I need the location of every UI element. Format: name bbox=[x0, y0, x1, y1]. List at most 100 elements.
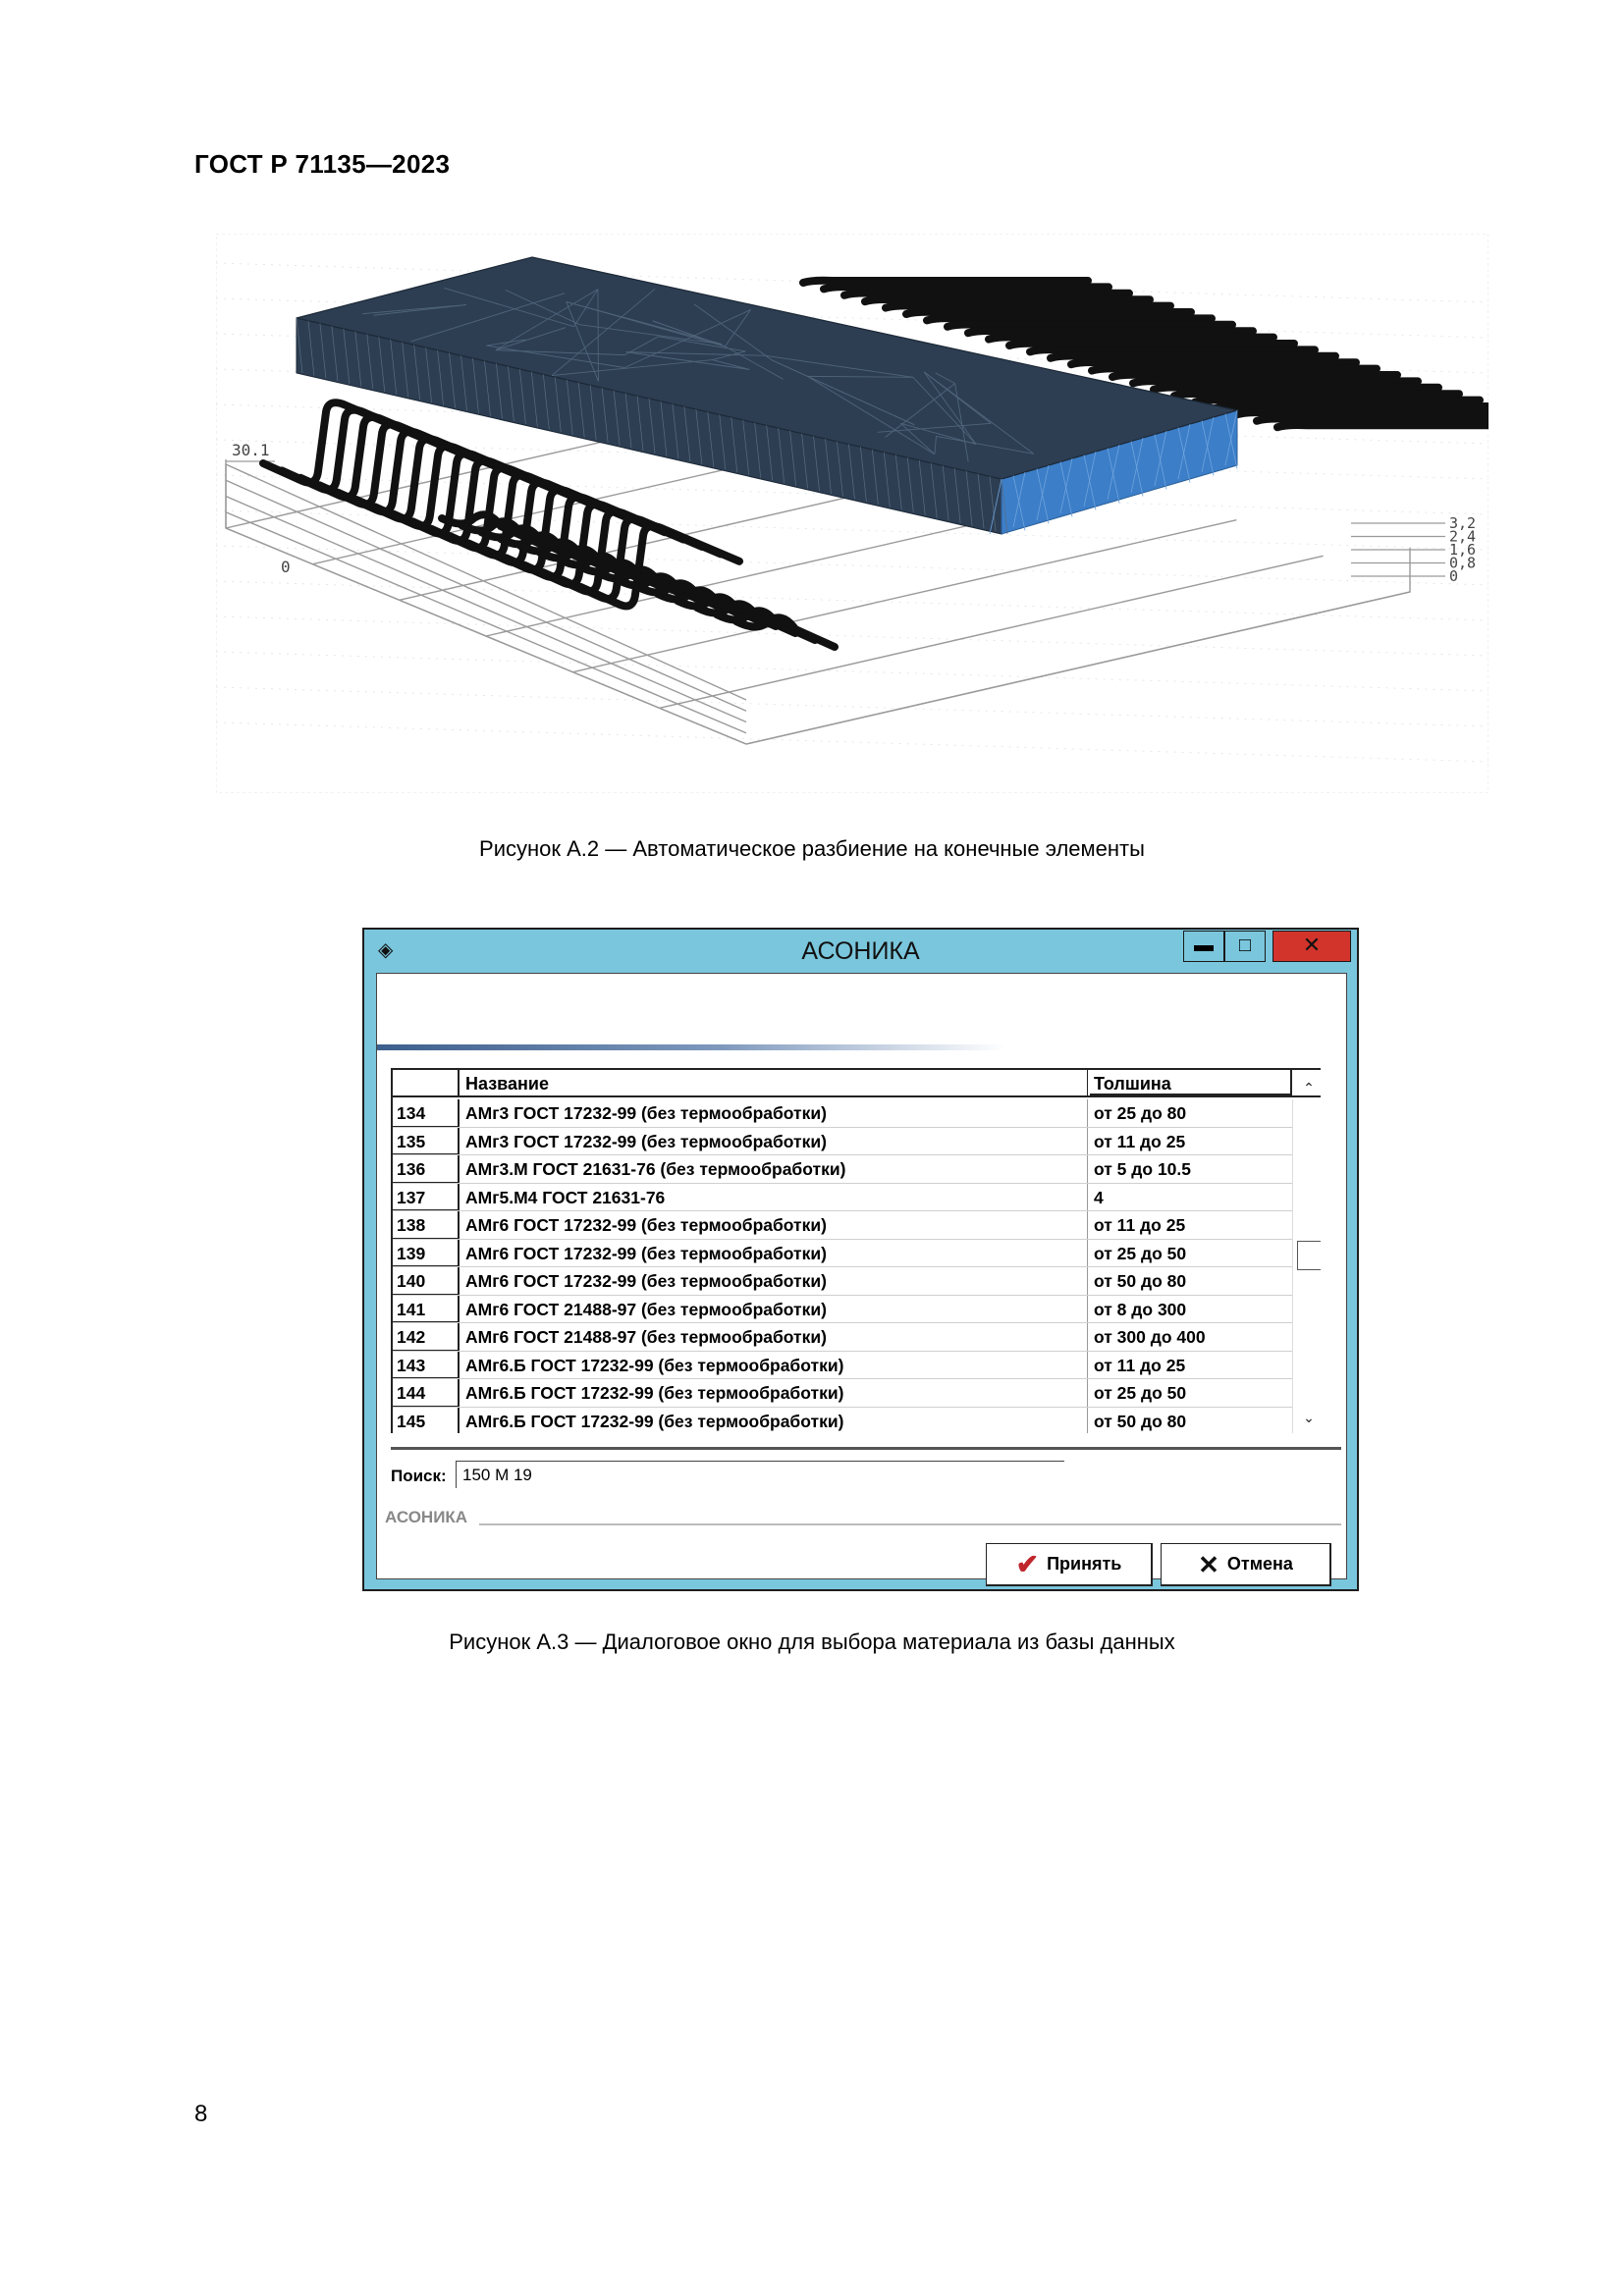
mesh-edge-side bbox=[413, 345, 421, 400]
mesh-edge bbox=[712, 350, 746, 360]
mesh-edge-side bbox=[1001, 478, 1008, 535]
row-name: АМг6 ГОСТ 17232-99 (без термообработки) bbox=[461, 1267, 1088, 1295]
mesh-edge-side bbox=[472, 357, 479, 414]
scroll-up-icon[interactable]: ⌃ bbox=[1303, 1080, 1315, 1095]
mesh-edge-side bbox=[672, 403, 679, 459]
wire-front-lower bbox=[732, 614, 839, 651]
cancel-button[interactable]: ✕ Отмена bbox=[1161, 1543, 1331, 1586]
row-name: АМг3 ГОСТ 17232-99 (без термообработки) bbox=[461, 1099, 1088, 1127]
mesh-edge-side bbox=[449, 352, 456, 408]
figure-a2-caption: Рисунок А.2 — Автоматическое разбиение н… bbox=[479, 836, 1145, 861]
search-input[interactable] bbox=[456, 1461, 1064, 1488]
row-number: 141 bbox=[393, 1295, 460, 1322]
axis-tick-label: 0,8 bbox=[1449, 555, 1476, 572]
base-grid-line bbox=[225, 495, 747, 723]
mesh-edge-side bbox=[1224, 409, 1238, 466]
axis-tick-label: 0 bbox=[1449, 567, 1458, 585]
mesh-edge-side bbox=[460, 355, 467, 411]
figure-a3-caption: Рисунок А.3 — Диалоговое окно для выбора… bbox=[449, 1629, 1175, 1654]
wires-back bbox=[799, 276, 1489, 432]
mesh-edge-side bbox=[848, 444, 855, 500]
mesh-edge-side bbox=[1177, 423, 1191, 480]
mesh-edge bbox=[505, 289, 580, 326]
mesh-edge bbox=[625, 351, 750, 370]
mesh-edge-side bbox=[566, 379, 573, 435]
mesh-edge-side bbox=[660, 400, 668, 456]
mesh-edge bbox=[923, 371, 1035, 454]
header-name[interactable]: Название bbox=[461, 1070, 1088, 1095]
row-thickness: от 8 до 300 bbox=[1094, 1299, 1187, 1319]
mesh-edge-side bbox=[719, 414, 727, 470]
mesh-edge-side bbox=[1083, 454, 1097, 510]
mesh-edge bbox=[486, 345, 625, 368]
scroll-thumb[interactable] bbox=[1297, 1241, 1321, 1270]
title-bar[interactable]: ◈ АСОНИКА ▬ □ ✕ bbox=[364, 930, 1357, 971]
wire-back bbox=[923, 314, 1216, 325]
close-button[interactable]: ✕ bbox=[1272, 931, 1351, 962]
row-number: 140 bbox=[393, 1267, 460, 1295]
accept-button-label: Принять bbox=[1047, 1554, 1122, 1574]
mesh-edge-side bbox=[1036, 468, 1050, 524]
mesh-edge-side bbox=[577, 382, 585, 438]
row-name: АМг5.М4 ГОСТ 21631-76 bbox=[461, 1183, 1088, 1210]
maximize-button[interactable]: □ bbox=[1224, 931, 1266, 962]
vertical-scrollbar[interactable]: ⌃ ⌄ bbox=[1292, 1080, 1321, 1433]
base-grid-line bbox=[225, 527, 747, 745]
mesh-edge bbox=[658, 336, 746, 352]
row-thickness: 4 bbox=[1094, 1187, 1104, 1207]
mesh-edge-side bbox=[402, 342, 409, 398]
axis-label-left-min: 0 bbox=[281, 558, 291, 576]
cross-icon: ✕ bbox=[1198, 1549, 1219, 1579]
mesh-edge bbox=[551, 359, 713, 376]
checkmark-icon: ✔ bbox=[1015, 1548, 1040, 1579]
row-number: 145 bbox=[393, 1407, 460, 1433]
mesh-edge bbox=[725, 309, 751, 347]
mesh-edge-side bbox=[1154, 434, 1167, 490]
mesh-edge-side bbox=[307, 320, 315, 376]
search-label: Поиск: bbox=[391, 1467, 447, 1485]
mesh-edge-side bbox=[508, 366, 514, 422]
row-number: 134 bbox=[393, 1099, 460, 1127]
mesh-edge bbox=[807, 375, 936, 455]
window-title: АСОНИКА bbox=[801, 937, 920, 965]
wire-back bbox=[1170, 389, 1463, 400]
background-dotted-line bbox=[216, 615, 1489, 657]
mesh-edge bbox=[934, 436, 937, 454]
header-thickness[interactable]: Толшина bbox=[1090, 1070, 1292, 1095]
mesh-edge-side bbox=[918, 459, 926, 515]
mesh-edge bbox=[566, 301, 599, 382]
wire-back bbox=[1129, 377, 1422, 388]
axis-tick-label: 1,6 bbox=[1449, 541, 1476, 559]
mesh-edge-side bbox=[1012, 475, 1026, 531]
mesh-edge-side bbox=[953, 468, 961, 524]
scroll-down-icon[interactable]: ⌄ bbox=[1303, 1410, 1315, 1425]
base-grid-line bbox=[659, 555, 1324, 710]
accept-button[interactable]: ✔ Принять bbox=[986, 1543, 1153, 1586]
row-number: 142 bbox=[393, 1323, 460, 1351]
mesh-edge-side bbox=[613, 390, 621, 446]
minimize-button[interactable]: ▬ bbox=[1183, 931, 1224, 962]
mesh-edge bbox=[597, 289, 599, 382]
mesh-edge-side bbox=[530, 371, 538, 427]
mesh-edge bbox=[936, 435, 1034, 454]
row-number: 144 bbox=[393, 1379, 460, 1407]
row-thickness: от 11 до 25 bbox=[1094, 1215, 1186, 1235]
mesh-edge bbox=[807, 375, 913, 378]
mesh-edge-side bbox=[319, 323, 327, 379]
row-thickness: от 25 до 50 bbox=[1094, 1383, 1187, 1403]
row-name: АМг6 ГОСТ 17232-99 (без термообработки) bbox=[461, 1211, 1088, 1239]
